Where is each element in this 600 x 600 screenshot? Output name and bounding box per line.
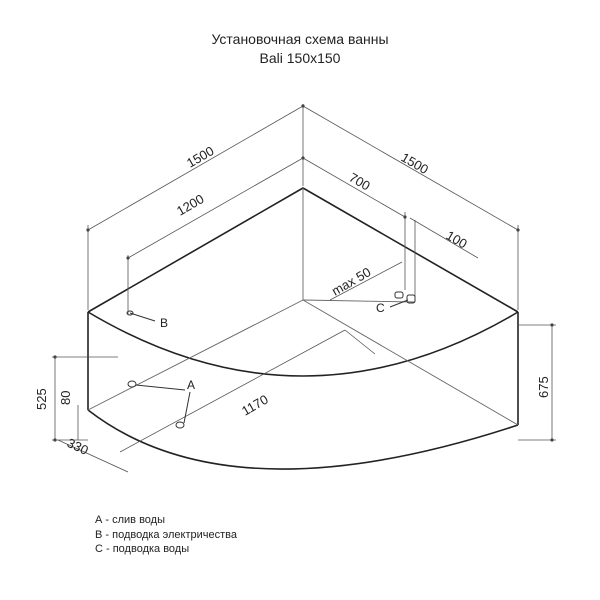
dim-1170: 1170 [239, 392, 271, 419]
dim-max-50: max 50 [329, 264, 373, 298]
drain-point-a1 [127, 380, 137, 388]
legend: А - слив воды В - подводка электричества… [95, 513, 237, 557]
dim-1200: 1200 [174, 191, 207, 218]
dim-330: 330 [65, 435, 91, 458]
dim-525: 525 [34, 388, 49, 410]
dim-100: 100 [444, 228, 470, 252]
dim-675: 675 [536, 376, 551, 398]
tub-bottom-arc [87, 409, 519, 470]
legend-item-a: А - слив воды [95, 514, 165, 526]
dim-80: 80 [58, 391, 73, 405]
connection-b-point [126, 310, 134, 316]
dim-700: 700 [347, 170, 373, 194]
legend-item-c: С - подводка воды [95, 543, 190, 555]
legend-item-b: В - подводка электричества [95, 528, 237, 541]
drain-point-a2 [175, 421, 185, 429]
diagram-title: Установочная схема ванны [211, 31, 389, 47]
tub-front-top-arc [87, 311, 519, 377]
marker-a: A [187, 378, 195, 392]
water-inlet-c1 [394, 291, 404, 299]
dimension-arrows [53, 104, 554, 442]
marker-c: C [376, 301, 385, 315]
connection-points [126, 291, 416, 429]
dim-1500-right: 1500 [399, 150, 432, 177]
dim-1500-left: 1500 [184, 143, 217, 170]
diagram-subtitle: Bali 150x150 [259, 50, 341, 66]
marker-b: B [160, 316, 168, 330]
dimension-lines [52, 104, 556, 473]
hidden-lines [87, 188, 519, 426]
water-inlet-c2 [406, 294, 416, 304]
